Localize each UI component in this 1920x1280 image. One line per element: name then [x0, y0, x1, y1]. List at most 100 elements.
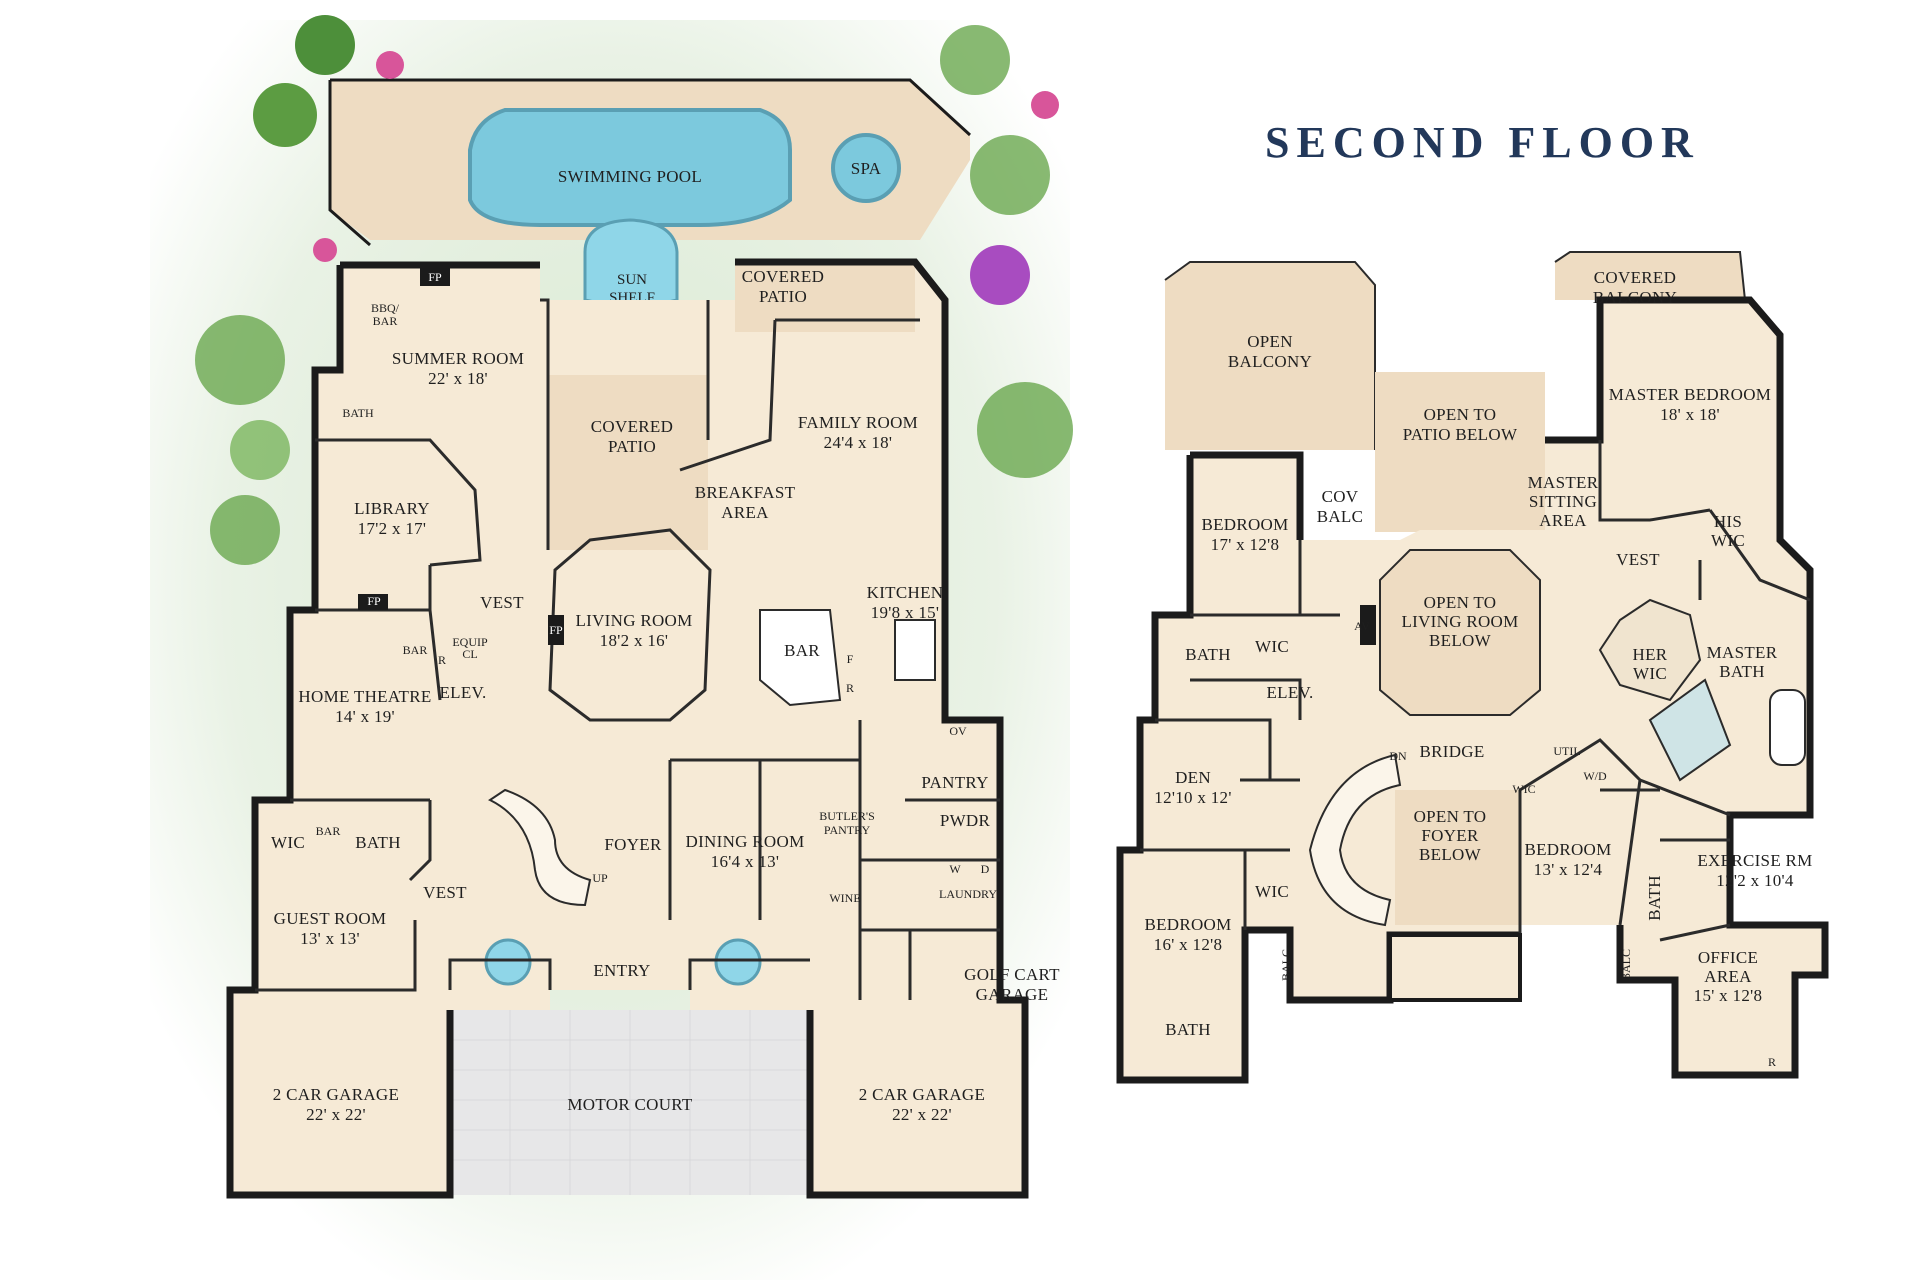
label-r-second: R — [1768, 1055, 1776, 1069]
fireplace-living-room — [548, 615, 564, 645]
label-entry: ENTRY — [593, 961, 650, 980]
spa — [831, 133, 901, 203]
first-floor-footprint — [230, 262, 1025, 1195]
label-den-dim: 12'10 x 12' — [1154, 788, 1231, 807]
label-butlers-pantry: PANTRY — [824, 823, 871, 837]
label-exercise-dim: 12'2 x 10'4 — [1716, 871, 1794, 890]
label-exercise: EXERCISE RM — [1697, 851, 1812, 870]
label-summer-room: SUMMER ROOM — [392, 349, 524, 368]
fireplace-summer-room — [420, 268, 450, 286]
label-living-room-dim: 18'2 x 16' — [600, 631, 669, 650]
label-his-wic-2: WIC — [1711, 531, 1745, 550]
label-family-room: FAMILY ROOM — [798, 413, 918, 432]
label-bath-second-c: BATH — [1165, 1020, 1211, 1039]
label-r-kitchen: R — [846, 681, 854, 695]
open-to-patio-below — [1375, 372, 1545, 532]
label-swimming-pool: SWIMMING POOL — [558, 167, 702, 186]
label-covered-patio-2: PATIO — [608, 437, 656, 456]
label-fp-summer: FP — [428, 270, 442, 284]
label-breakfast-area: AREA — [721, 503, 769, 522]
label-pwdr: PWDR — [940, 811, 991, 830]
label-covered-balcony-2: BALCONY — [1593, 288, 1677, 307]
label-ov: OV — [949, 724, 967, 738]
label-covered-patio-1: COVERED — [591, 417, 673, 436]
label-open-patio-2: PATIO BELOW — [1403, 425, 1518, 444]
label-cov-balc-1: COV — [1322, 487, 1359, 506]
label-garage-right: 2 CAR GARAGE — [859, 1085, 985, 1104]
label-open-balcony-2: BALCONY — [1228, 352, 1312, 371]
covered-balcony — [1555, 252, 1745, 300]
label-dn: DN — [1389, 749, 1407, 763]
label-up: UP — [592, 871, 608, 885]
label-bath-guest: BATH — [355, 833, 401, 852]
label-bbq: BBQ/ — [371, 301, 400, 315]
covered-patio-center — [548, 375, 708, 550]
label-wine: WINE — [829, 891, 860, 905]
label-bedroom-a-dim: 17' x 12'8 — [1211, 535, 1280, 554]
label-wic-second-a: WIC — [1255, 637, 1289, 656]
first-floor-plan: SWIMMING POOL SPA SUN SHELF — [150, 15, 1073, 1280]
label-family-room-dim: 24'4 x 18' — [824, 433, 893, 452]
fountain-right — [714, 938, 762, 986]
label-sun: SUN — [617, 272, 647, 288]
label-cov-balc-2: BALC — [1317, 507, 1364, 526]
label-motor-court: MOTOR COURT — [567, 1095, 693, 1114]
label-dining-room: DINING ROOM — [686, 832, 805, 851]
label-office-dim: 15' x 12'8 — [1694, 986, 1763, 1005]
label-office-2: AREA — [1704, 967, 1752, 986]
label-master-sitting-3: AREA — [1539, 511, 1587, 530]
label-bedroom-b-dim: 13' x 12'4 — [1534, 860, 1603, 879]
fireplace-library — [358, 594, 388, 610]
label-guest-room: GUEST ROOM — [274, 909, 387, 928]
label-wic-first: WIC — [271, 833, 305, 852]
label-bedroom-c-dim: 16' x 12'8 — [1154, 935, 1223, 954]
breakfast-bar — [759, 609, 842, 707]
label-bedroom-b: BEDROOM — [1524, 840, 1611, 859]
open-to-living-room-below — [1379, 549, 1541, 716]
label-bar-guest: BAR — [316, 824, 341, 838]
label-bedroom-a: BEDROOM — [1201, 515, 1288, 534]
label-master-sitting-2: SITTING — [1529, 492, 1597, 511]
label-guest-room-dim: 13' x 13' — [300, 929, 360, 948]
label-bar-first: BAR — [403, 643, 428, 657]
label-bath-second-b: BATH — [1645, 875, 1664, 921]
label-master-bedroom: MASTER BEDROOM — [1609, 385, 1771, 404]
label-fp-living: FP — [549, 623, 563, 637]
spiral-stair — [488, 788, 592, 907]
label-w: W — [949, 862, 961, 876]
label-library: LIBRARY — [354, 499, 430, 518]
label-covered-patio-top-2: PATIO — [759, 287, 807, 306]
swimming-pool — [468, 108, 792, 227]
label-library-dim: 17'2 x 17' — [358, 519, 427, 538]
label-open-living-1: OPEN TO — [1424, 593, 1497, 612]
second-floor-plan: OPEN BALCONY COVERED BALCONY OPEN TO PAT… — [1116, 251, 1829, 1084]
label-master-sitting-1: MASTER — [1528, 473, 1599, 492]
second-floor-exterior-walls — [1116, 296, 1829, 1084]
fountain-left — [484, 938, 532, 986]
second-floor-title: SECOND FLOOR — [1265, 118, 1700, 167]
kitchen-island — [894, 619, 936, 681]
label-open-foyer-2: FOYER — [1421, 826, 1479, 845]
open-balcony — [1165, 262, 1375, 450]
label-balc-left: BALC — [1279, 949, 1293, 981]
label-equip-cl: CL — [462, 647, 477, 661]
label-master-bath-1: MASTER — [1707, 643, 1778, 662]
label-butlers: BUTLER'S — [819, 809, 875, 823]
label-garage-left-dim: 22' x 22' — [306, 1105, 366, 1124]
label-open-foyer-1: OPEN TO — [1414, 807, 1487, 826]
label-master-bedroom-dim: 18' x 18' — [1660, 405, 1720, 424]
label-vest-guest: VEST — [423, 883, 467, 902]
label-equip: EQUIP — [452, 635, 488, 649]
second-floor-interior-walls — [1140, 440, 1811, 942]
label-his-wic-1: HIS — [1714, 512, 1742, 531]
label-open-living-3: BELOW — [1429, 631, 1492, 650]
label-bar-kitchen: BAR — [784, 641, 820, 660]
label-her-wic-2: WIC — [1633, 664, 1667, 683]
label-vest-second: VEST — [1616, 550, 1660, 569]
master-shower — [1648, 678, 1732, 782]
label-foyer: FOYER — [604, 835, 662, 854]
av-cabinet — [1360, 605, 1376, 645]
label-r-first: R — [438, 653, 446, 667]
label-master-bath-2: BATH — [1719, 662, 1765, 681]
